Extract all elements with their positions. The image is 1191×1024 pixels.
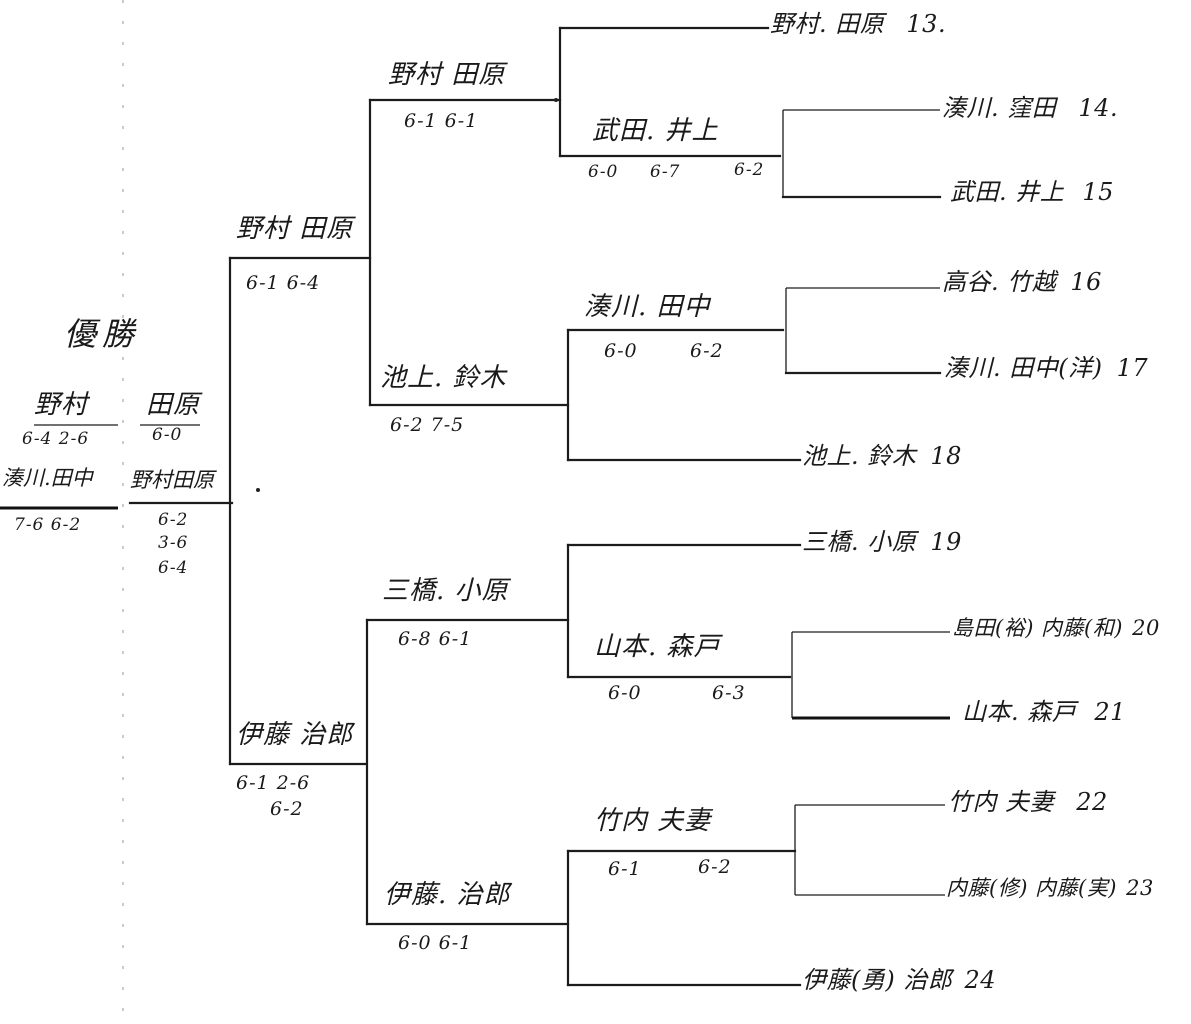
- entry-name: 高谷. 竹越: [942, 268, 1057, 296]
- r3-bottom-winner: 伊藤 治郎: [236, 720, 354, 750]
- r3-bottom-score-2: 6-2: [270, 798, 304, 820]
- r1-a-score-2: 6-7: [650, 162, 681, 182]
- entry-number: 17: [1116, 354, 1149, 382]
- entry-name: 野村. 田原: [770, 10, 885, 38]
- r1-a-score-3: 6-2: [734, 160, 765, 180]
- semifinal-left-name: 湊川.田中: [2, 466, 93, 490]
- r1-a-winner: 武田. 井上: [592, 116, 719, 146]
- r1-d-score-2: 6-2: [698, 856, 732, 878]
- final-team-a: 野村: [34, 390, 89, 420]
- r3-top-score: 6-1 6-4: [246, 272, 321, 294]
- r2-a-score: 6-1 6-1: [404, 110, 479, 132]
- entry-number: 23: [1126, 876, 1154, 900]
- entry-name: 島田(裕) 内藤(和): [952, 616, 1123, 640]
- r1-b-winner: 湊川. 田中: [584, 292, 711, 322]
- entry-number: 21: [1094, 698, 1126, 726]
- ink-dot: [256, 488, 260, 492]
- entry-19: 三橋. 小原 19: [802, 530, 962, 554]
- entry-number: 18: [930, 442, 962, 470]
- entry-name: 伊藤(勇) 治郎: [802, 966, 953, 994]
- entry-17: 湊川. 田中(洋) 17: [944, 356, 1148, 380]
- entry-name: 三橋. 小原: [802, 528, 917, 556]
- r1-b-score-2: 6-2: [690, 340, 724, 362]
- r2-d-winner: 伊藤. 治郎: [384, 880, 511, 910]
- r1-d-winner: 竹内 夫妻: [594, 806, 712, 836]
- entry-24: 伊藤(勇) 治郎 24: [802, 968, 996, 992]
- entry-14: 湊川. 窪田 14.: [942, 96, 1118, 120]
- champion-title: 優勝: [64, 315, 141, 353]
- entry-name: 湊川. 田中(洋): [944, 354, 1103, 382]
- entry-number: 22: [1076, 788, 1108, 816]
- entry-number: 19: [930, 528, 962, 556]
- r3-bottom-score-1: 6-1 2-6: [236, 772, 311, 794]
- semifinal-right-score-2: 3-6: [158, 533, 189, 553]
- entry-16: 高谷. 竹越 16: [942, 270, 1102, 294]
- entry-name: 湊川. 窪田: [942, 94, 1057, 122]
- r2-b-score: 6-2 7-5: [390, 414, 465, 436]
- r2-c-score: 6-8 6-1: [398, 628, 473, 650]
- final-team-b: 田原: [146, 390, 201, 420]
- semifinal-left-score: 7-6 6-2: [14, 515, 82, 535]
- r2-b-winner: 池上. 鈴木: [380, 363, 507, 393]
- entry-name: 山本. 森戸: [962, 698, 1077, 726]
- entry-number: 13.: [906, 10, 947, 38]
- final-score-a: 6-4 2-6: [22, 429, 90, 449]
- r3-top-winner: 野村 田原: [236, 214, 354, 244]
- r2-d-score: 6-0 6-1: [398, 932, 473, 954]
- entry-number: 20: [1132, 616, 1160, 640]
- entry-21: 山本. 森戸 21: [962, 700, 1126, 724]
- entry-22: 竹内 夫妻 22: [948, 790, 1108, 814]
- r1-b-score-1: 6-0: [604, 340, 638, 362]
- r1-c-score-2: 6-3: [712, 682, 746, 704]
- entry-number: 16: [1070, 268, 1102, 296]
- semifinal-right-score-1: 6-2: [158, 510, 189, 530]
- r2-a-winner: 野村 田原: [388, 60, 506, 90]
- ink-dot: [554, 98, 558, 102]
- entry-number: 24: [964, 966, 997, 994]
- r1-d-score-1: 6-1: [608, 858, 642, 880]
- semifinal-right-name: 野村田原: [130, 468, 214, 492]
- entry-number: 14.: [1078, 94, 1119, 122]
- semifinal-right-score-3: 6-4: [158, 558, 189, 578]
- r2-c-winner: 三橋. 小原: [382, 576, 509, 606]
- r1-c-score-1: 6-0: [608, 682, 642, 704]
- entry-name: 池上. 鈴木: [802, 442, 917, 470]
- entry-name: 武田. 井上: [950, 178, 1065, 206]
- r1-c-winner: 山本. 森戸: [594, 632, 721, 662]
- entry-15: 武田. 井上 15: [950, 180, 1114, 204]
- entry-20: 島田(裕) 内藤(和) 20: [952, 618, 1160, 639]
- final-score-b: 6-0: [152, 425, 183, 445]
- entry-18: 池上. 鈴木 18: [802, 444, 962, 468]
- entry-number: 15: [1082, 178, 1114, 206]
- entry-name: 内藤(修) 内藤(実): [946, 876, 1117, 900]
- entry-23: 内藤(修) 内藤(実) 23: [946, 878, 1154, 899]
- entry-13: 野村. 田原 13.: [770, 12, 946, 36]
- entry-name: 竹内 夫妻: [948, 788, 1055, 816]
- r1-a-score-1: 6-0: [588, 162, 619, 182]
